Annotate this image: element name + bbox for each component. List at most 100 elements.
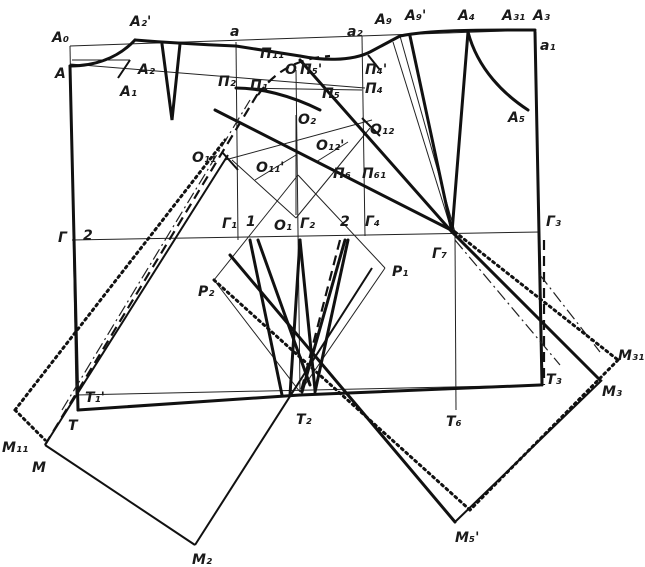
label-a2p: A₂' [129,14,151,30]
label-a1small: a₁ [540,38,556,54]
p2-to-g2 [213,174,299,281]
diag-o11-o1 [231,159,297,219]
back-shoulder-dart [160,42,182,121]
waist-dart-3 [288,238,302,397]
diag-o12p [315,141,349,163]
tick-o11 [221,151,239,171]
m2-to-center [194,267,373,546]
label-p1: П₁ [250,78,268,94]
tick-p4 [367,54,381,71]
label-p11: П₁₁ [260,46,284,62]
dotted-m31-down [468,358,620,512]
dashed-armhole [257,54,331,96]
label-a2small: a₂ [347,24,363,40]
label-2-left: 2 [83,228,93,244]
waist-dart-1 [248,238,284,397]
label-p5p: П₅' [300,62,322,78]
shoulder-to-g7 [298,58,454,234]
g2-to-p1 [297,174,386,269]
label-p2: П₂ [218,74,237,90]
label-a: a [230,24,239,40]
cross-to-m5 [228,253,457,524]
dashdot-left [61,99,251,411]
dotted-m11-up [13,138,227,412]
label-o12p: О₁₂' [316,138,344,154]
label-a1: A₁ [119,84,137,100]
frame-top [69,29,536,47]
marks [117,54,381,171]
label-p6: П₆ [333,166,351,182]
neck-shoulder-contour [68,28,537,121]
label-p5: П₅ [322,86,340,102]
label-a9: A₉ [374,12,392,28]
label-m2: M₂ [192,552,213,567]
front-neck-top [398,28,537,38]
label-o2: О₂ [298,112,317,128]
vert-t6 [454,235,457,411]
back-shoulder [133,38,302,58]
g7-to-m3 [450,230,602,382]
waist-dart-4 [298,238,317,392]
shoulder-guide [69,63,366,89]
label-o: О [285,62,297,78]
label-a4: A₄ [457,8,475,24]
point-labels: A₀ A A₂' A₁ A₂ a П₁₁ О П₅' a₂ A₉ A₉' A₄ … [2,8,644,567]
label-m: M [32,460,46,476]
waist-dart-2 [256,238,312,387]
label-a2: A₂ [137,62,156,78]
left-side [68,64,80,412]
dashed-left [44,89,261,446]
tick-a2 [117,59,131,79]
front-dart-left [408,34,454,234]
label-a0: A₀ [51,30,69,46]
long-diag [213,108,457,234]
dashdot-right-2 [539,274,601,353]
label-g7: Г₇ [432,246,447,262]
dotted-m11-down [13,408,47,442]
label-t6: T₆ [446,414,462,430]
label-a: A [54,66,66,82]
label-o1: О₁ [274,218,292,234]
tick-o12 [361,117,381,137]
label-g1: Г₁ [222,216,237,232]
rotated-panel [44,108,603,546]
label-2: 2 [340,214,350,230]
dashdot-right [454,239,561,366]
label-o11p: О₁₁' [256,160,284,176]
m-to-m2 [44,444,196,546]
dashdot-lines [61,99,601,411]
label-p2pt: P₂ [198,284,215,300]
label-p4: П₄ [365,81,383,97]
label-o12: О₁₂ [370,122,395,138]
label-p4p: П₄' [365,62,387,78]
label-g3: Г₃ [546,214,561,230]
front-dart-right [450,30,470,234]
dotted-p2 [212,278,472,512]
front-shoulder-curve [298,34,402,61]
label-a5: A₅ [507,110,525,126]
label-t1p: T₁' [85,390,105,406]
dotted-g7-m31 [453,230,620,362]
waist-seam [76,393,302,412]
label-m11: M₁₁ [2,440,28,456]
label-t2: T₂ [296,412,313,428]
back-neck [68,38,137,68]
diag-o11p [254,154,297,181]
armhole-back [234,86,322,112]
chest-line [71,231,541,241]
t2-to-p2 [213,279,301,393]
vert-g1 [235,41,239,241]
label-1: 1 [246,214,256,230]
front-neck-curve [466,30,530,112]
diag-o1-o12 [295,127,371,219]
label-g4: Г₄ [365,214,380,230]
label-g: Г [58,230,68,246]
label-g2: Г₂ [300,216,316,232]
label-p61: П₆₁ [362,166,386,182]
dashed-dart [298,239,342,396]
label-m3: M₃ [602,384,622,400]
label-t3: T₃ [546,372,562,388]
label-o11: О₁₁ [192,150,216,166]
label-a3: A₃ [532,8,550,24]
